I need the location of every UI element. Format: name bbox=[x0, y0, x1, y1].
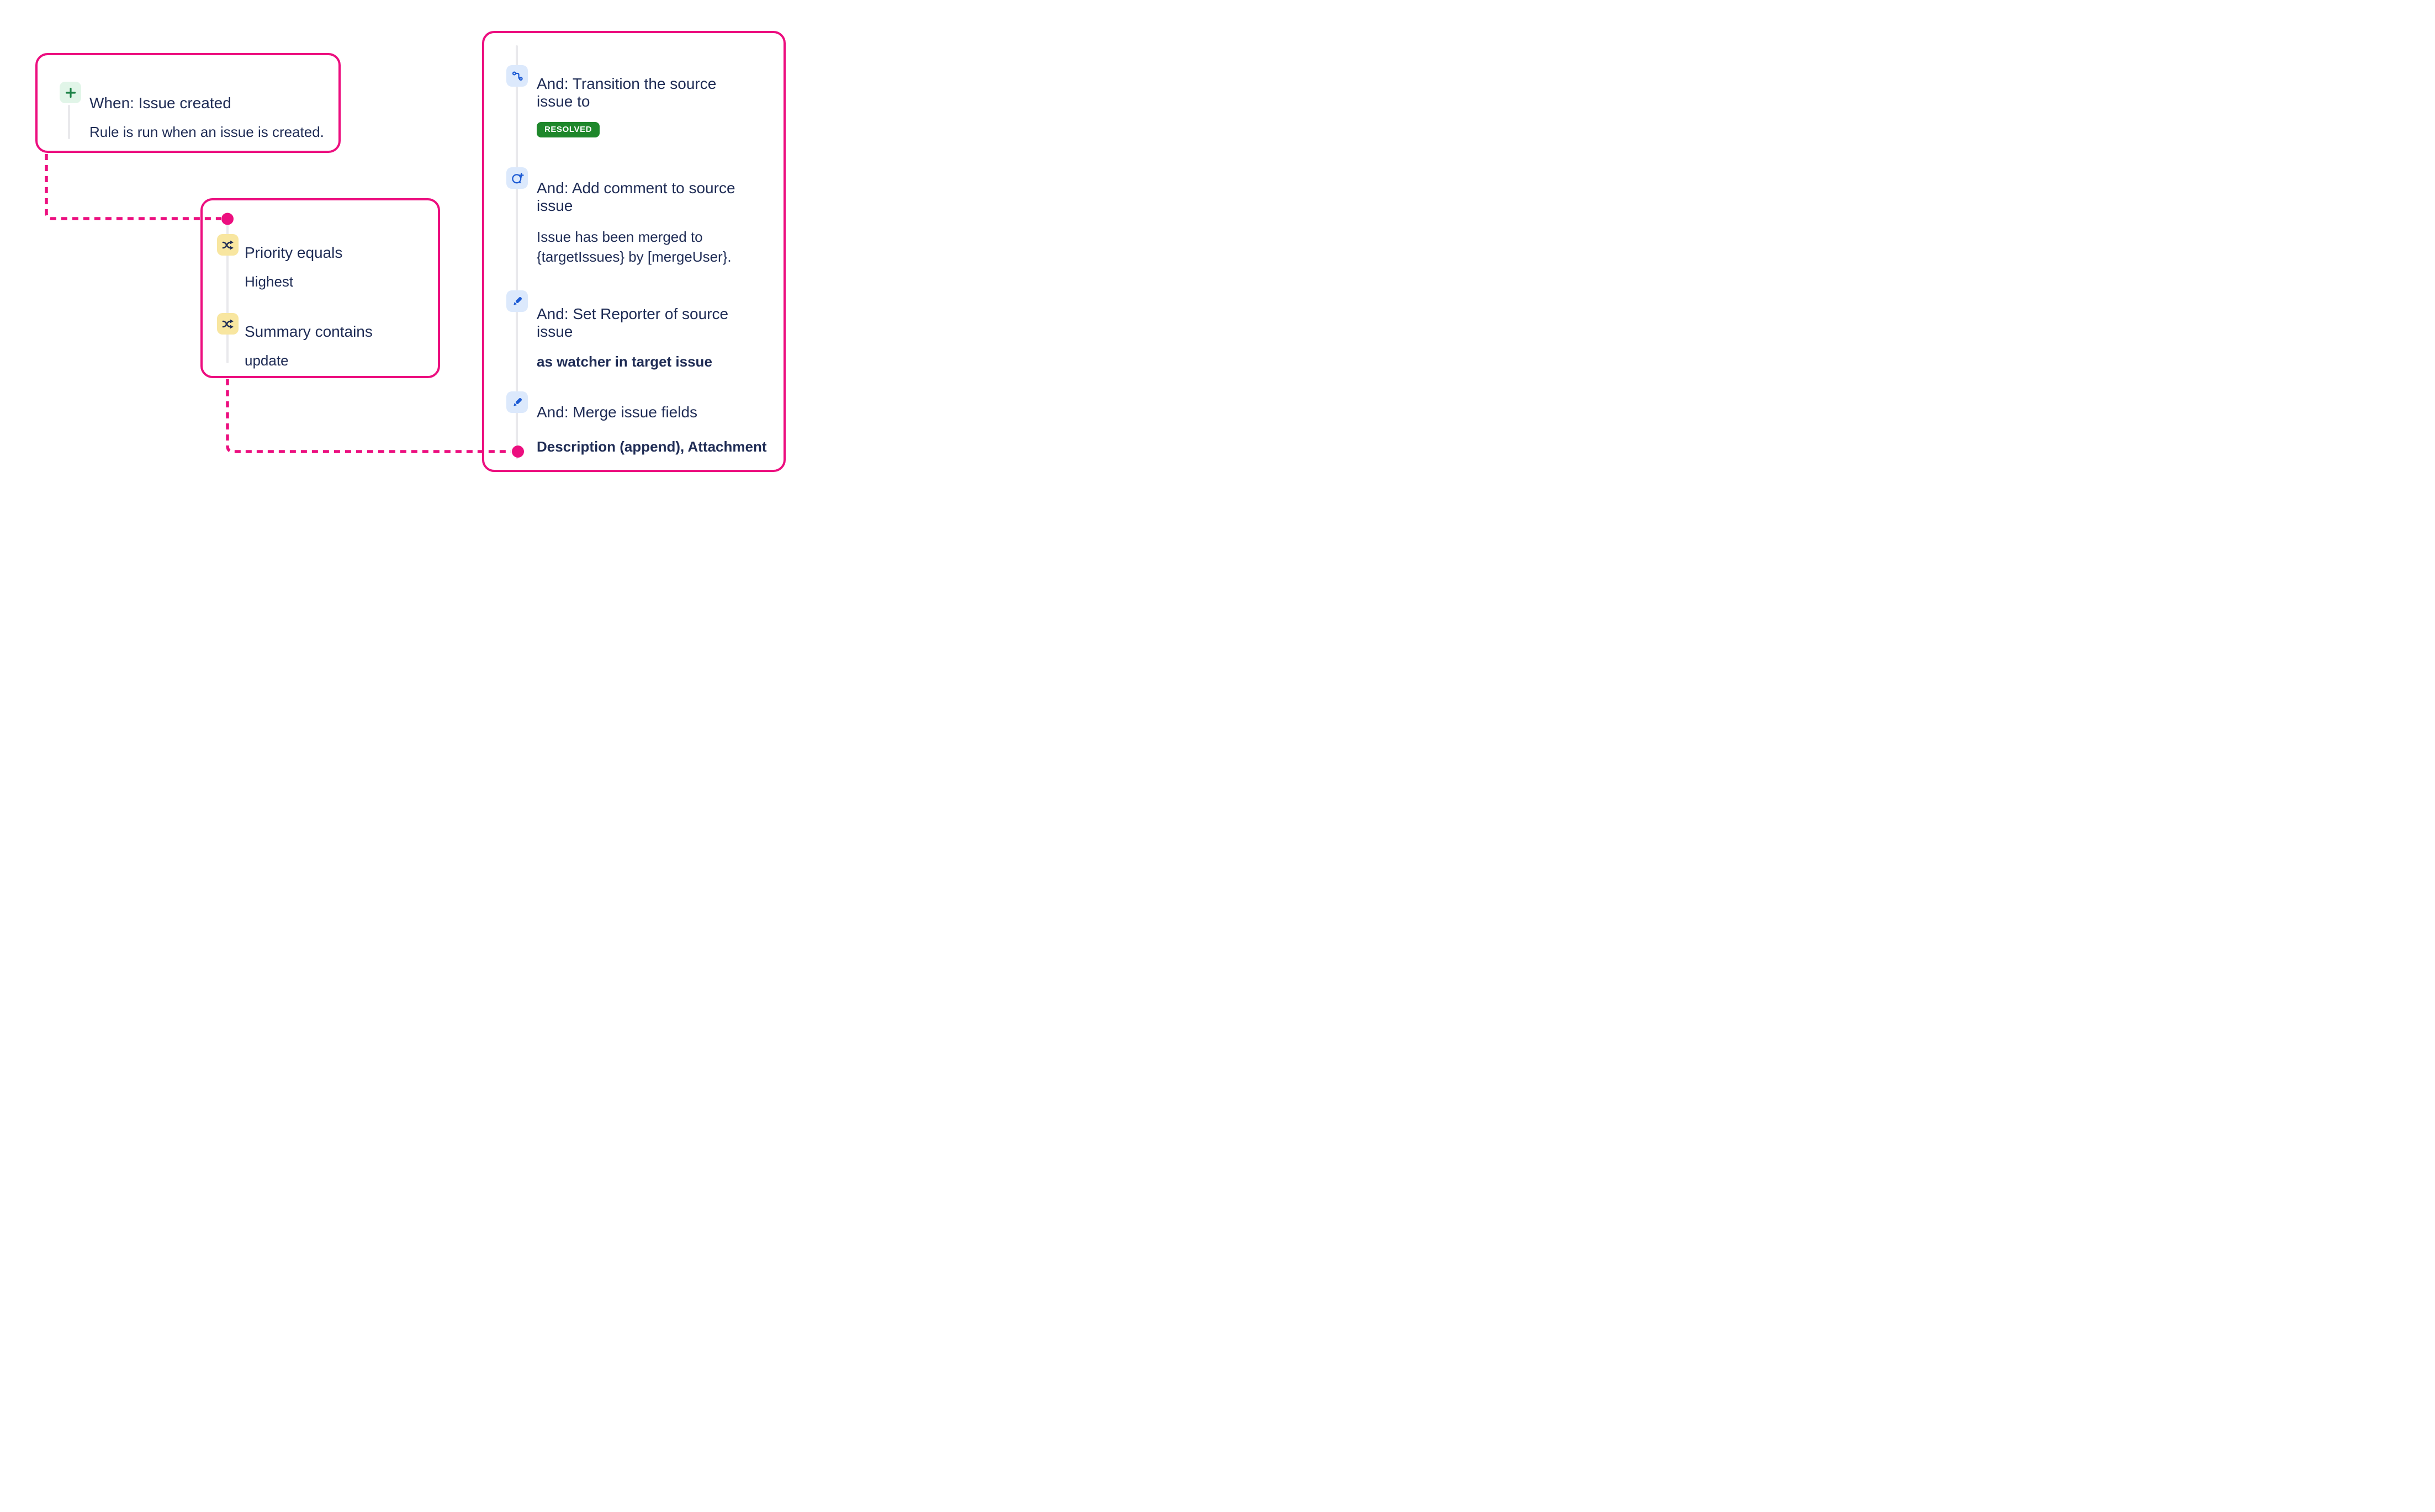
plus-icon bbox=[60, 82, 81, 103]
action-title: And: Transition the source issue to bbox=[537, 75, 717, 110]
status-badge: RESOLVED bbox=[537, 122, 600, 137]
condition-title: Summary contains bbox=[245, 323, 373, 340]
connector-trigger-to-conditions bbox=[45, 154, 221, 220]
condition-value: Highest bbox=[245, 273, 294, 290]
edit-icon bbox=[506, 290, 528, 312]
automation-rule-diagram: When: Issue created Rule is run when an … bbox=[0, 0, 812, 504]
shuffle-icon bbox=[217, 234, 239, 256]
transition-icon bbox=[506, 65, 528, 87]
action-description: Issue has been merged to {targetIssues} … bbox=[537, 229, 732, 265]
actions-card[interactable]: And: Transition the source issue to RESO… bbox=[482, 31, 786, 472]
conditions-connector-line bbox=[226, 219, 229, 363]
actions-connector-line bbox=[516, 45, 518, 459]
trigger-title: When: Issue created bbox=[89, 94, 231, 112]
trigger-connector-line bbox=[68, 105, 70, 139]
condition-title: Priority equals bbox=[245, 244, 343, 261]
connector-conditions-to-actions bbox=[226, 379, 511, 453]
trigger-card[interactable]: When: Issue created Rule is run when an … bbox=[35, 53, 341, 153]
conditions-card[interactable]: Priority equals Highest Summary contains… bbox=[200, 198, 440, 378]
trigger-subtitle: Rule is run when an issue is created. bbox=[89, 124, 324, 140]
add-comment-icon bbox=[506, 167, 528, 189]
action-detail-bold: as watcher in target issue bbox=[537, 353, 712, 370]
action-detail-bold: Description (append), Attachment bbox=[537, 438, 767, 455]
action-title: And: Merge issue fields bbox=[537, 404, 698, 421]
action-title: And: Set Reporter of source issue bbox=[537, 305, 729, 340]
shuffle-icon bbox=[217, 313, 239, 335]
condition-value: update bbox=[245, 352, 289, 369]
action-title: And: Add comment to source issue bbox=[537, 179, 735, 214]
edit-icon bbox=[506, 391, 528, 413]
